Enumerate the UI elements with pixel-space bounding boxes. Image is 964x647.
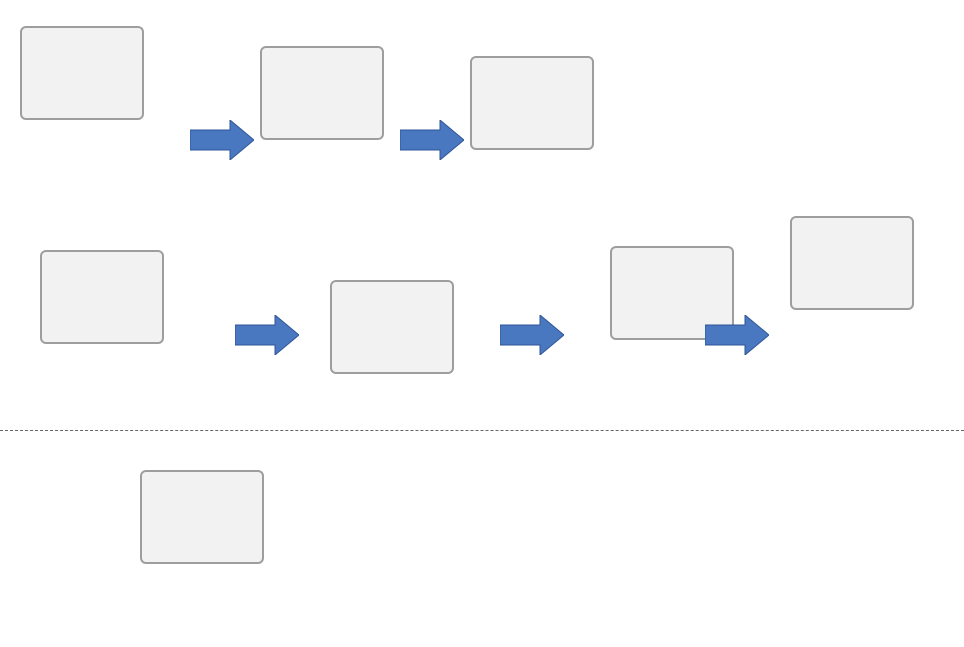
right-arrow-shape [705,315,769,355]
node-illustration [610,246,734,340]
right-arrow-icon [235,315,299,355]
node-illustration [470,56,594,150]
diagram-node-1 [20,20,144,120]
right-arrow-shape [235,315,299,355]
right-arrow-shape [500,315,564,355]
section-divider [0,430,964,431]
node-illustration [20,26,144,120]
diagram-node-4 [40,250,164,350]
right-arrow-icon [400,120,464,160]
right-arrow-icon [500,315,564,355]
diagram-node-5 [330,280,454,380]
node-illustration [140,470,264,564]
node-illustration [260,46,384,140]
diagram-node-2 [260,40,384,140]
diagram-node-3 [470,50,594,150]
diagram-node-6 [610,240,734,340]
node-illustration [40,250,164,344]
right-arrow-icon [705,315,769,355]
right-arrow-shape [190,120,254,160]
right-arrow-icon [190,120,254,160]
node-illustration [330,280,454,374]
diagram-node-7 [790,210,914,310]
diagram-node-8 [140,470,264,570]
right-arrow-shape [400,120,464,160]
node-illustration [790,216,914,310]
